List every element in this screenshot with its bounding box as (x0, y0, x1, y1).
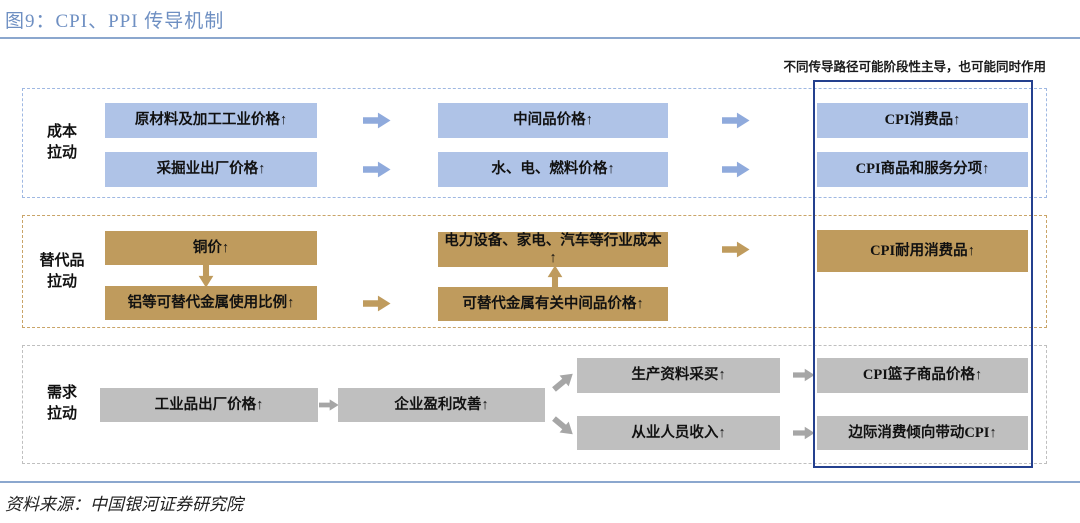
annotation-note: 不同传导路径可能阶段性主导，也可能同时作用 (783, 60, 1046, 74)
section-demand-pull (22, 345, 1047, 464)
arrow-up-icon (547, 265, 563, 291)
section-substitute-pull (22, 215, 1047, 328)
section-cost-pull (22, 88, 1047, 198)
section-cost-label: 成本 拉动 (46, 124, 78, 161)
arrow-right-icon (363, 161, 391, 178)
title-rule (0, 37, 1080, 39)
node-cpi-basket-price: CPI篮子商品价格↑ (817, 358, 1028, 393)
node-marginal-consumption-cpi: 边际消费倾向带动CPI↑ (817, 416, 1028, 450)
arrow-right-icon (363, 295, 391, 312)
node-substitute-metal-intermediate: 可替代金属有关中间品价格↑ (438, 287, 668, 321)
arrow-right-icon (722, 241, 750, 258)
arrow-down-right-icon (549, 413, 578, 441)
arrow-right-icon (793, 426, 815, 440)
section-substitute-label: 替代品 拉动 (39, 253, 85, 290)
node-mining-exfactory: 采掘业出厂价格↑ (105, 152, 317, 187)
arrow-up-right-icon (549, 368, 578, 396)
arrow-right-icon (793, 368, 815, 382)
node-employee-income: 从业人员收入↑ (577, 416, 780, 450)
arrow-right-icon (722, 161, 750, 178)
node-production-materials: 生产资料采买↑ (577, 358, 780, 393)
node-industrial-exfactory: 工业品出厂价格↑ (100, 388, 318, 422)
source-text: 资料来源：中国银河证券研究院 (5, 495, 243, 514)
node-industry-costs: 电力设备、家电、汽车等行业成本↑ (438, 232, 668, 267)
node-cpi-goods-services: CPI商品和服务分项↑ (817, 152, 1028, 187)
node-intermediate-goods: 中间品价格↑ (438, 103, 668, 138)
section-demand-label: 需求 拉动 (46, 385, 78, 422)
bottom-rule (0, 481, 1080, 483)
arrow-right-icon (363, 112, 391, 129)
node-aluminum-substitute-ratio: 铝等可替代金属使用比例↑ (105, 286, 317, 320)
arrow-right-icon (319, 398, 339, 412)
node-water-electricity-fuel: 水、电、燃料价格↑ (438, 152, 668, 187)
highlight-box (813, 80, 1033, 468)
node-cpi-durable-goods: CPI耐用消费品↑ (817, 230, 1028, 272)
node-cpi-consumer-goods: CPI消费品↑ (817, 103, 1028, 138)
arrow-right-icon (722, 112, 750, 129)
figure-title: 图9：CPI、PPI 传导机制 (5, 11, 225, 32)
node-copper-price: 铜价↑ (105, 231, 317, 265)
node-corporate-profit: 企业盈利改善↑ (338, 388, 545, 422)
node-raw-materials: 原材料及加工工业价格↑ (105, 103, 317, 138)
arrow-down-icon (198, 262, 214, 288)
